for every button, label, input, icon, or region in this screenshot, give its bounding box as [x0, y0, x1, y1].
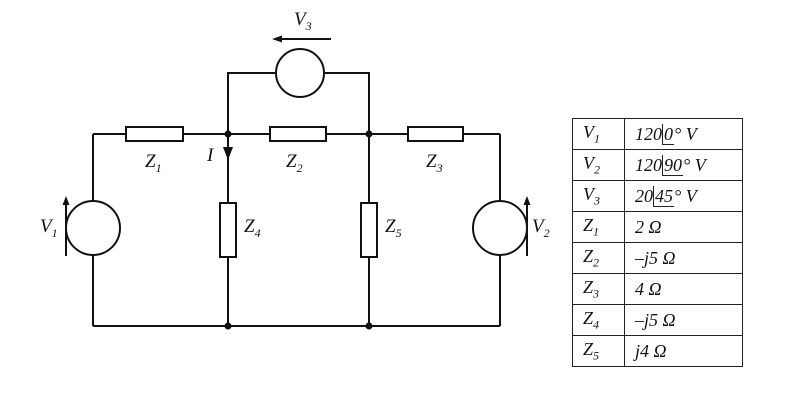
z3-label: Z3 [426, 151, 443, 175]
v1-source [65, 200, 121, 256]
symbol-cell: V2 [572, 149, 625, 181]
table-row: Z5 j4 Ω [572, 335, 743, 367]
v1-polarity-arrow [62, 196, 70, 256]
node-dot [224, 130, 232, 138]
symbol-cell: V1 [572, 118, 625, 150]
node-dot [365, 130, 373, 138]
z1-label: Z1 [145, 151, 162, 175]
table-row: Z1 2 Ω [572, 211, 743, 243]
symbol-cell: Z2 [572, 242, 625, 274]
z4-impedance [219, 202, 237, 258]
v2-source [472, 200, 528, 256]
symbol-cell: Z4 [572, 304, 625, 336]
symbol-cell: Z3 [572, 273, 625, 305]
symbol-cell: V3 [572, 180, 625, 212]
value-cell: 4 Ω [624, 273, 743, 305]
v2-polarity-arrow [523, 196, 531, 256]
table-row: Z3 4 Ω [572, 273, 743, 305]
z4-label: Z4 [244, 216, 261, 240]
z1-impedance [125, 126, 184, 142]
circuit-wires [92, 72, 501, 327]
node-dot [365, 322, 373, 330]
v2-label: V2 [532, 216, 550, 240]
table-row: Z2 –j5 Ω [572, 242, 743, 274]
circuit-diagram: V1 V2 V3 Z1 Z2 Z3 Z4 Z5 I [40, 9, 550, 330]
symbol-cell: Z5 [572, 335, 625, 367]
z3-impedance [407, 126, 464, 142]
v3-label: V3 [294, 9, 312, 33]
current-label-i: I [206, 145, 215, 166]
table-row: Z4 –j5 Ω [572, 304, 743, 336]
z5-impedance [360, 202, 378, 258]
value-cell: –j5 Ω [624, 242, 743, 274]
v1-label: V1 [40, 216, 58, 240]
node-dot [224, 322, 232, 330]
v3-source [275, 48, 325, 98]
z2-label: Z2 [286, 151, 303, 175]
current-arrow-i [223, 147, 233, 160]
z2-impedance [269, 126, 327, 142]
symbol-cell: Z1 [572, 211, 625, 243]
value-cell: –j5 Ω [624, 304, 743, 336]
value-cell: 2 Ω [624, 211, 743, 243]
z5-label: Z5 [385, 216, 402, 240]
value-cell: j4 Ω [624, 335, 743, 367]
v3-polarity-arrow [272, 35, 331, 43]
